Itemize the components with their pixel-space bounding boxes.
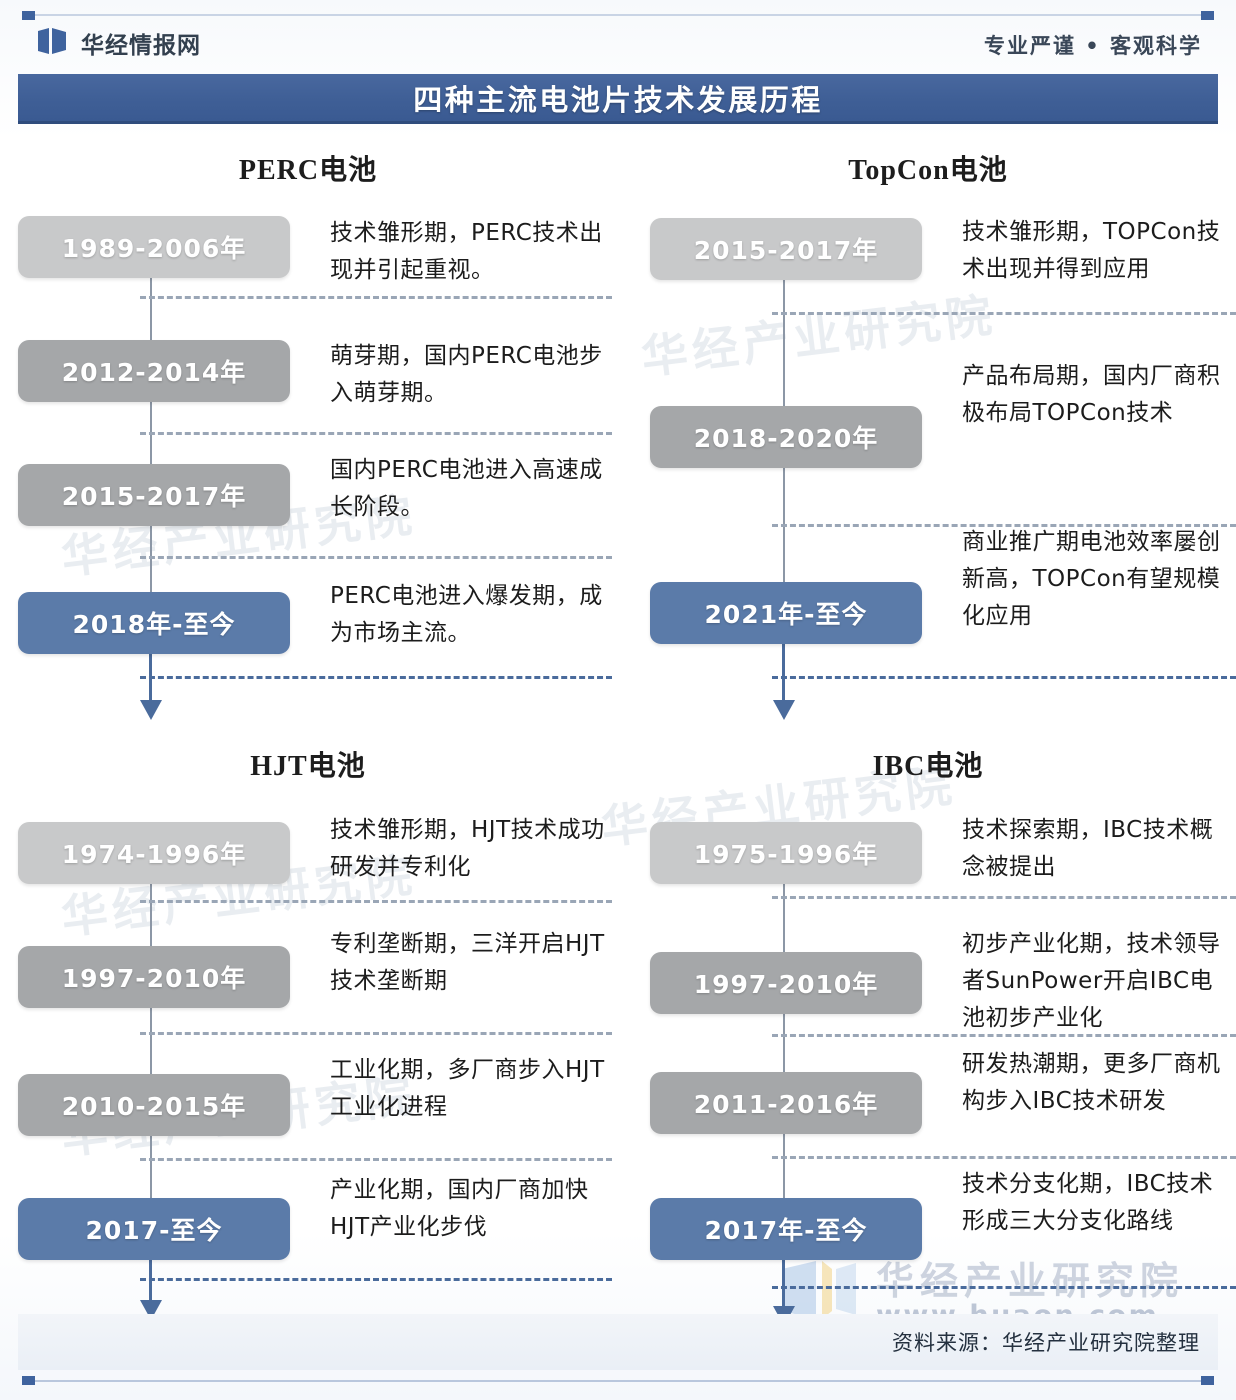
period-pill[interactable]: 1997-2010年 bbox=[650, 952, 922, 1014]
period-description: PERC电池进入爆发期，成为市场主流。 bbox=[330, 583, 603, 646]
period-label: 2015-2017年 bbox=[61, 482, 247, 511]
bottom-right-cap bbox=[1201, 1376, 1214, 1385]
period-description: 萌芽期，国内PERC电池步入萌芽期。 bbox=[330, 343, 603, 406]
period-label: 1989-2006年 bbox=[61, 234, 247, 263]
period-pill[interactable]: 2018年-至今 bbox=[18, 592, 290, 654]
period-description: 专利垄断期，三洋开启HJT技术垄断期 bbox=[330, 931, 605, 994]
row-separator bbox=[140, 900, 612, 903]
row-separator bbox=[140, 1158, 612, 1161]
period-label: 1997-2010年 bbox=[61, 964, 247, 993]
period-pill[interactable]: 2017-至今 bbox=[18, 1198, 290, 1260]
top-left-cap bbox=[22, 11, 35, 20]
period-pill[interactable]: 2017年-至今 bbox=[650, 1198, 922, 1260]
page-title: 四种主流电池片技术发展历程 bbox=[413, 82, 823, 117]
timeline-spine-active bbox=[782, 1260, 785, 1306]
period-description: 研发热潮期，更多厂商机构步入IBC技术研发 bbox=[962, 1051, 1221, 1114]
row-separator bbox=[772, 1286, 1236, 1289]
period-label: 1974-1996年 bbox=[61, 840, 247, 869]
page-header: 华经情报网 专业严谨 • 客观科学 bbox=[0, 22, 1236, 66]
period-description: 产业化期，国内厂商加快HJT产业化步伐 bbox=[330, 1177, 589, 1240]
timeline-spine bbox=[783, 884, 785, 1198]
period-label: 2018-2020年 bbox=[693, 424, 879, 453]
timeline-arrow-icon bbox=[773, 700, 795, 720]
period-pill[interactable]: 1989-2006年 bbox=[18, 216, 290, 278]
brand: 华经情报网 bbox=[36, 26, 201, 60]
section-heading-perc: PERC电池 bbox=[238, 155, 378, 186]
period-label: 1997-2010年 bbox=[693, 970, 879, 999]
period-label: 2021年-至今 bbox=[704, 600, 868, 629]
row-separator bbox=[772, 896, 1236, 899]
footer-bar: 资料来源：华经产业研究院整理 bbox=[18, 1314, 1218, 1370]
bottom-left-cap bbox=[22, 1376, 35, 1385]
main-title-bar: 四种主流电池片技术发展历程 bbox=[18, 74, 1218, 124]
timeline-spine-active bbox=[782, 644, 785, 700]
period-label: 2011-2016年 bbox=[693, 1090, 879, 1119]
period-pill[interactable]: 2018-2020年 bbox=[650, 406, 922, 468]
period-description: 技术分支化期，IBC技术形成三大分支化路线 bbox=[962, 1171, 1214, 1234]
brand-name: 华经情报网 bbox=[81, 33, 201, 59]
period-pill[interactable]: 2012-2014年 bbox=[18, 340, 290, 402]
period-description: 商业推广期电池效率屡创新高，TOPCon有望规模化应用 bbox=[962, 529, 1221, 629]
period-description: 工业化期，多厂商步入HJT工业化进程 bbox=[330, 1057, 605, 1120]
period-description: 技术雏形期，PERC技术出现并引起重视。 bbox=[330, 220, 603, 283]
row-separator bbox=[140, 296, 612, 299]
period-label: 2017年-至今 bbox=[704, 1216, 868, 1245]
period-label: 2012-2014年 bbox=[61, 358, 247, 387]
section-heading-ibc: IBC电池 bbox=[872, 751, 984, 782]
period-pill[interactable]: 2011-2016年 bbox=[650, 1072, 922, 1134]
brand-tagline: 专业严谨 • 客观科学 bbox=[983, 34, 1202, 58]
period-pill[interactable]: 1997-2010年 bbox=[18, 946, 290, 1008]
top-right-cap bbox=[1201, 11, 1214, 20]
book-flag-icon bbox=[36, 27, 70, 59]
period-pill[interactable]: 1975-1996年 bbox=[650, 822, 922, 884]
row-separator bbox=[140, 676, 612, 679]
row-separator bbox=[772, 676, 1236, 679]
period-description: 产品布局期，国内厂商积极布局TOPCon技术 bbox=[962, 363, 1221, 426]
period-pill[interactable]: 2015-2017年 bbox=[18, 464, 290, 526]
period-label: 2017-至今 bbox=[85, 1216, 223, 1245]
period-description: 技术雏形期，TOPCon技术出现并得到应用 bbox=[962, 219, 1221, 282]
period-label: 2010-2015年 bbox=[61, 1092, 247, 1121]
row-separator bbox=[772, 1156, 1236, 1159]
period-pill[interactable]: 2015-2017年 bbox=[650, 218, 922, 280]
period-description: 技术雏形期，HJT技术成功研发并专利化 bbox=[330, 817, 605, 880]
period-label: 1975-1996年 bbox=[693, 840, 879, 869]
timeline-arrow-icon bbox=[140, 700, 162, 720]
source-note: 资料来源：华经产业研究院整理 bbox=[892, 1331, 1200, 1355]
period-pill[interactable]: 2021年-至今 bbox=[650, 582, 922, 644]
timeline-spine bbox=[150, 884, 152, 1198]
period-description: 初步产业化期，技术领导者SunPower开启IBC电池初步产业化 bbox=[962, 931, 1221, 1031]
period-description: 国内PERC电池进入高速成长阶段。 bbox=[330, 457, 603, 520]
row-separator bbox=[140, 1032, 612, 1035]
top-divider-rule bbox=[22, 14, 1214, 16]
section-heading-topcon: TopCon电池 bbox=[848, 155, 1008, 186]
period-label: 2015-2017年 bbox=[693, 236, 879, 265]
row-separator bbox=[772, 1034, 1236, 1037]
bottom-divider-rule bbox=[22, 1380, 1214, 1382]
row-separator bbox=[772, 524, 1236, 527]
period-pill[interactable]: 1974-1996年 bbox=[18, 822, 290, 884]
row-separator bbox=[772, 312, 1236, 315]
row-separator bbox=[140, 1278, 612, 1281]
period-description: 技术探索期，IBC技术概念被提出 bbox=[962, 817, 1214, 880]
row-separator bbox=[140, 556, 612, 559]
period-pill[interactable]: 2010-2015年 bbox=[18, 1074, 290, 1136]
period-label: 2018年-至今 bbox=[72, 610, 236, 639]
timeline-spine bbox=[150, 278, 152, 592]
row-separator bbox=[140, 432, 612, 435]
section-heading-hjt: HJT电池 bbox=[250, 751, 366, 782]
